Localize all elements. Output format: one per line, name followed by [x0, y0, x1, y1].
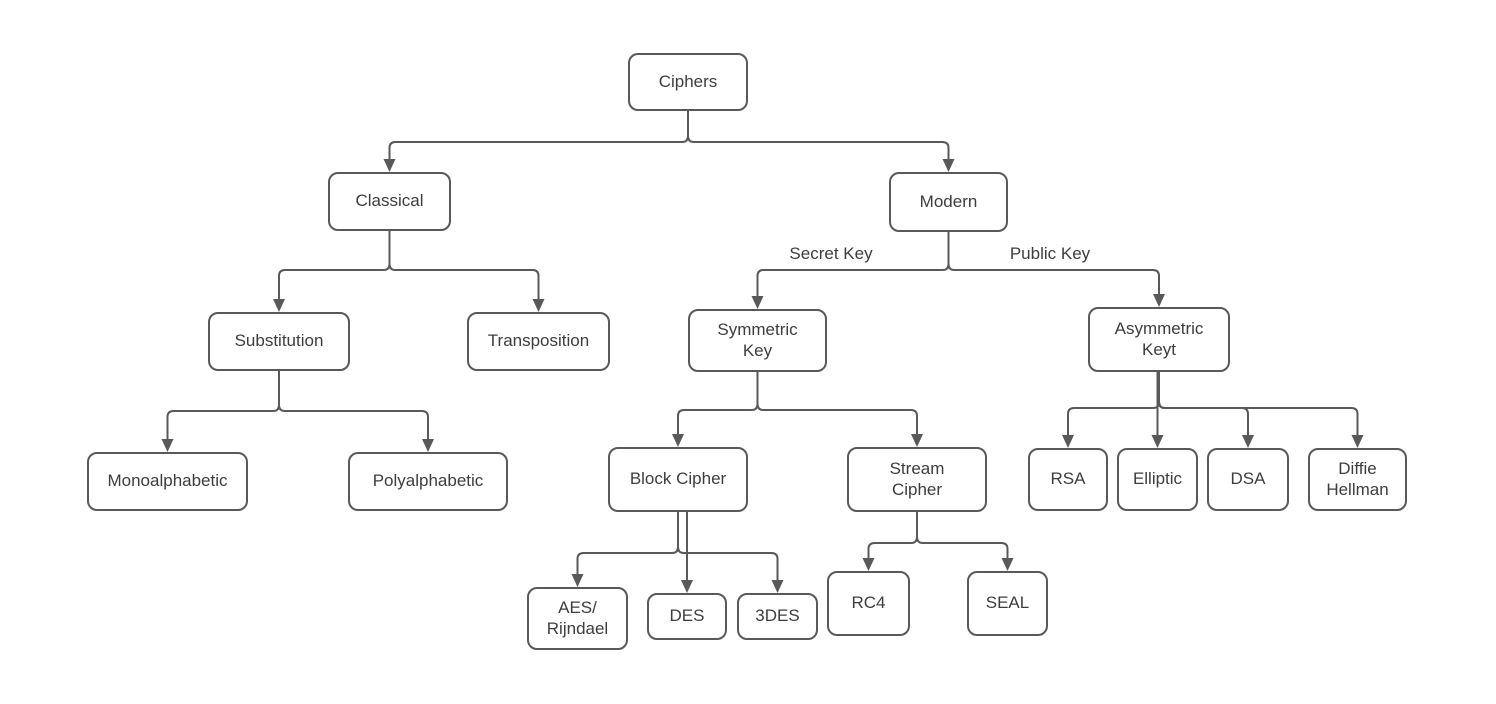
node-modern: Modern	[889, 172, 1008, 232]
arrowhead-icon	[161, 439, 174, 452]
node-dsa: DSA	[1207, 448, 1289, 511]
node-asymmetric: Asymmetric Keyt	[1088, 307, 1230, 372]
node-aes: AES/ Rijndael	[527, 587, 628, 650]
edge-classical-transposition	[388, 231, 540, 299]
node-mono: Monoalphabetic	[87, 452, 248, 511]
edge-substitution-mono	[166, 371, 280, 439]
node-diffie: Diffie Hellman	[1308, 448, 1407, 511]
edge-ciphers-classical	[388, 111, 689, 159]
node-block: Block Cipher	[608, 447, 748, 512]
edge-classical-substitution	[278, 231, 391, 299]
edge-block-aes	[576, 512, 679, 574]
node-3des: 3DES	[737, 593, 818, 640]
arrowhead-icon	[681, 580, 693, 593]
node-substitution: Substitution	[208, 312, 350, 371]
arrowhead-icon	[532, 299, 545, 312]
edge-block-3des	[677, 512, 779, 580]
arrowhead-icon	[942, 159, 955, 172]
edge-symmetric-stream	[756, 372, 918, 434]
edge-modern-asymmetric	[947, 232, 1160, 294]
arrowhead-icon	[862, 558, 875, 571]
arrowhead-icon	[422, 439, 434, 452]
arrowhead-icon	[911, 434, 923, 447]
node-rsa: RSA	[1028, 448, 1108, 511]
arrowhead-icon	[1242, 435, 1254, 448]
edge-label-asymmetric: Public Key	[1009, 244, 1091, 263]
node-transposition: Transposition	[467, 312, 610, 371]
arrowhead-icon	[1001, 558, 1014, 571]
edge-modern-symmetric	[756, 232, 950, 296]
arrowhead-icon	[571, 574, 584, 587]
edge-asymmetric-dsa	[1158, 372, 1249, 435]
arrowhead-icon	[1151, 435, 1164, 448]
arrowhead-icon	[1062, 435, 1074, 448]
node-des: DES	[647, 593, 727, 640]
edge-asymmetric-rsa	[1067, 372, 1160, 435]
arrowhead-icon	[1351, 435, 1364, 448]
node-poly: Polyalphabetic	[348, 452, 508, 511]
node-classical: Classical	[328, 172, 451, 231]
edge-substitution-poly	[278, 371, 429, 439]
edge-stream-rc4	[867, 512, 918, 558]
edge-ciphers-modern	[687, 111, 950, 159]
node-symmetric: Symmetric Key	[688, 309, 827, 372]
edge-stream-seal	[916, 512, 1009, 558]
node-elliptic: Elliptic	[1117, 448, 1198, 511]
node-stream: Stream Cipher	[847, 447, 987, 512]
edge-asymmetric-diffie	[1158, 372, 1359, 435]
node-seal: SEAL	[967, 571, 1048, 636]
edge-label-symmetric: Secret Key	[789, 244, 873, 263]
arrowhead-icon	[771, 580, 784, 593]
arrowhead-icon	[383, 159, 396, 172]
arrowhead-icon	[1153, 294, 1165, 307]
arrowhead-icon	[751, 296, 764, 309]
edge-symmetric-block	[677, 372, 759, 434]
node-rc4: RC4	[827, 571, 910, 636]
arrowhead-icon	[672, 434, 684, 447]
arrowhead-icon	[273, 299, 285, 312]
node-ciphers: Ciphers	[628, 53, 748, 111]
